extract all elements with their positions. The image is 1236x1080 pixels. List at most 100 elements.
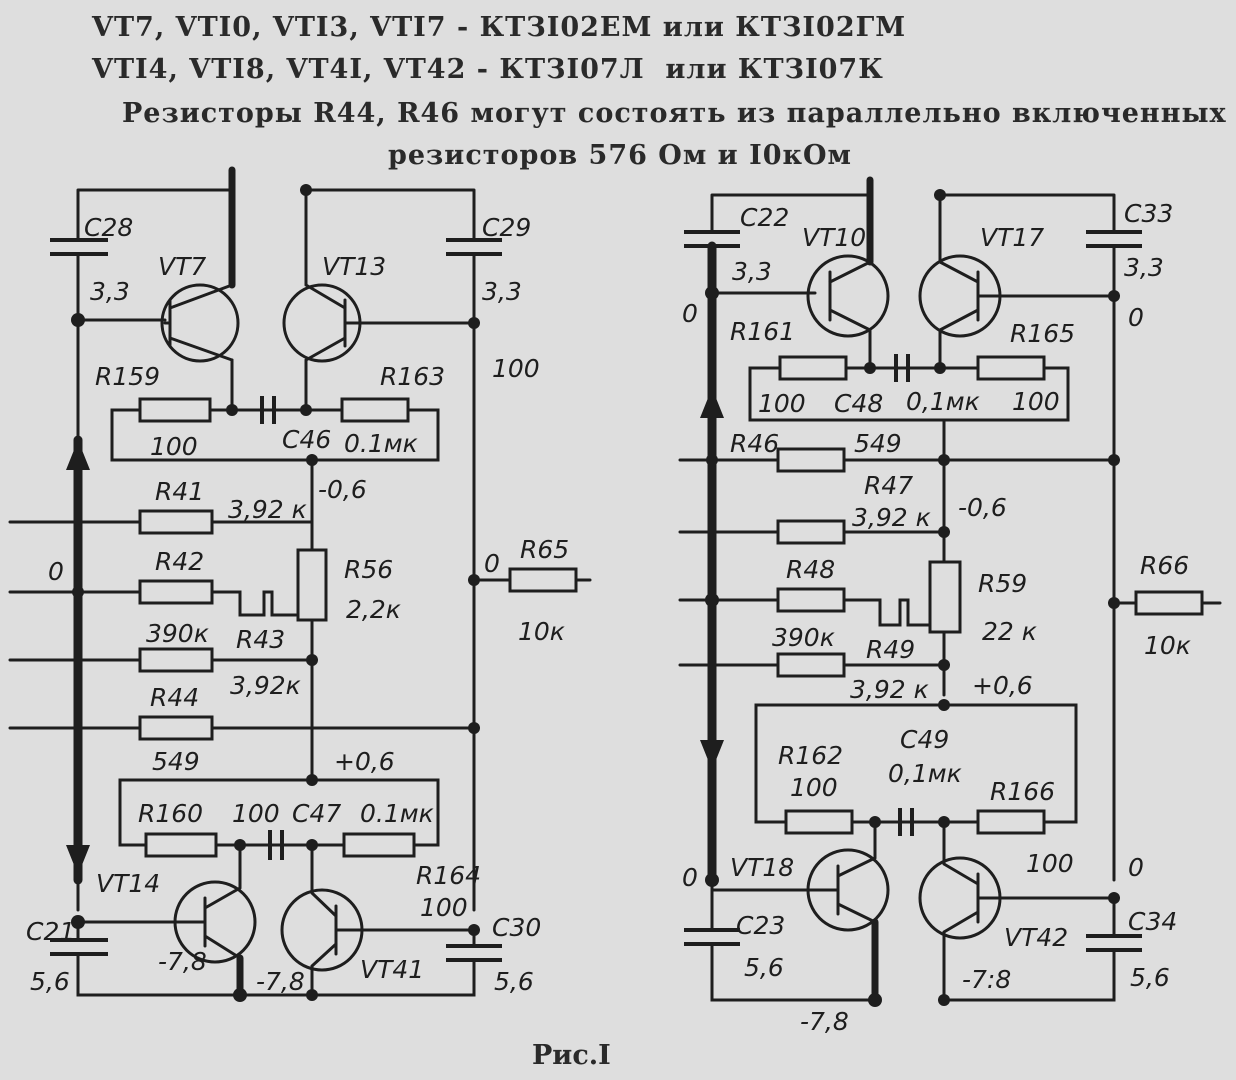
label-c34: C34 [1128,907,1177,936]
label-minus-7-8-left-a: -7,8 [158,947,207,976]
resistor-r49 [776,652,846,678]
label-plus-0-6-right: +0,6 [972,671,1033,700]
note-resistors-1: Резисторы R44, R46 могут состоять из пар… [122,98,1227,129]
label-c21-value: 5,6 [30,967,70,996]
capacitor-c30 [446,944,502,962]
label-c34-value: 5,6 [1130,963,1170,992]
capacitor-c28 [50,238,108,256]
label-c30-value: 5,6 [494,967,534,996]
label-r161-value: 100 [758,389,806,418]
arrow-up-right [700,388,724,418]
label-r159: R159 [95,362,160,391]
label-r46-value: 549 [854,429,902,458]
label-r166: R166 [990,777,1055,806]
label-r160: R160 [138,799,203,828]
label-r44: R44 [150,683,199,712]
label-c29: C29 [482,213,531,242]
label-vt7: VT7 [158,252,206,281]
resistor-r66 [1134,590,1204,616]
note-resistors-2: резисторов 576 Ом и I0кОм [388,140,852,171]
label-zero-right-3: 0 [682,863,698,892]
resistor-r160 [144,832,218,858]
label-r47-value: 3,92 к [852,503,931,532]
label-c48: C48 [834,389,883,418]
label-r161: R161 [730,317,795,346]
label-r49: R49 [866,635,915,664]
label-vt14: VT14 [96,869,160,898]
label-r49-value: 3,92 к [850,675,929,704]
label-r162: R162 [778,741,843,770]
right-circuit [678,176,1222,1007]
resistor-r164-alt [342,832,416,858]
label-vt10: VT10 [802,223,866,252]
label-minus-0-6-left: -0,6 [318,475,367,504]
label-zero-right-1: 0 [682,299,698,328]
label-r56: R56 [344,555,393,584]
label-vt13: VT13 [322,252,386,281]
label-zero-left-2: 0 [484,549,500,578]
label-c23: C23 [736,911,785,940]
capacitor-c33 [1086,230,1142,248]
label-c47-value: 0.1мк [360,799,434,828]
resistor-r48 [776,587,846,613]
label-r56-value: 2,2к [346,595,401,624]
arrow-down-right [700,740,724,770]
arrow-down-left [66,845,90,875]
label-r48-value: 390к [772,623,835,652]
label-c28: C28 [84,213,133,242]
capacitor-c48 [894,354,910,382]
label-c33: C33 [1124,199,1173,228]
resistor-r162 [784,809,854,835]
label-r66: R66 [1140,551,1189,580]
capacitor-c47 [268,830,284,860]
resistor-r165 [976,355,1046,381]
label-r65-value: 10к [518,617,565,646]
label-c47: C47 [292,799,341,828]
label-r66-value: 10к [1144,631,1191,660]
label-c22: C22 [740,203,789,232]
label-r47: R47 [864,471,913,500]
label-zero-right-4: 0 [1128,853,1144,882]
label-vt42: VT42 [1004,923,1068,952]
resistor-r47 [776,519,846,545]
note-transistor-types-2: VTI4, VTI8, VT4I, VT42 - КТЗI07Л или КТЗ… [92,54,884,85]
label-vt17: VT17 [980,223,1044,252]
label-vt18: VT18 [730,853,794,882]
resistor-r65 [508,567,578,593]
label-r41-value: 3,92 к [228,495,307,524]
label-plus-0-6-left: +0,6 [334,747,395,776]
label-c46-value: 100 [492,354,540,383]
capacitor-c29 [446,238,502,256]
label-minus-7-8-left-b: -7,8 [256,967,305,996]
resistor-r161 [778,355,848,381]
label-r159-value: 100 [150,432,198,461]
label-r42: R42 [155,547,204,576]
label-r48: R48 [786,555,835,584]
resistor-r43 [138,647,214,673]
capacitor-c34 [1086,934,1142,952]
label-c23-value: 5,6 [744,953,784,982]
potentiometer-r56 [296,548,328,622]
label-zero-left-1: 0 [48,557,64,586]
label-r164: R164 [416,861,481,890]
resistor-r46 [776,447,846,473]
label-r42-value: 390к [146,619,209,648]
resistor-r159 [138,397,212,423]
label-r43-value: 3,92к [230,671,301,700]
label-r163: R163 [380,362,445,391]
label-c49: C49 [900,725,949,754]
resistor-r163 [340,397,410,423]
capacitor-c49 [898,808,914,836]
capacitor-c46 [260,396,276,424]
label-r165-value: 100 [1012,387,1060,416]
resistor-r42 [138,579,214,605]
label-r160-value: 100 [232,799,280,828]
label-minus-7-8-right-a: -7,8 [800,1007,849,1036]
label-r59-value: 22 к [982,617,1037,646]
label-c21: C21 [26,917,75,946]
label-r164-value: 100 [420,893,468,922]
capacitor-c23 [684,928,740,946]
left-circuit [8,166,592,1002]
label-r44-value: 549 [152,747,200,776]
